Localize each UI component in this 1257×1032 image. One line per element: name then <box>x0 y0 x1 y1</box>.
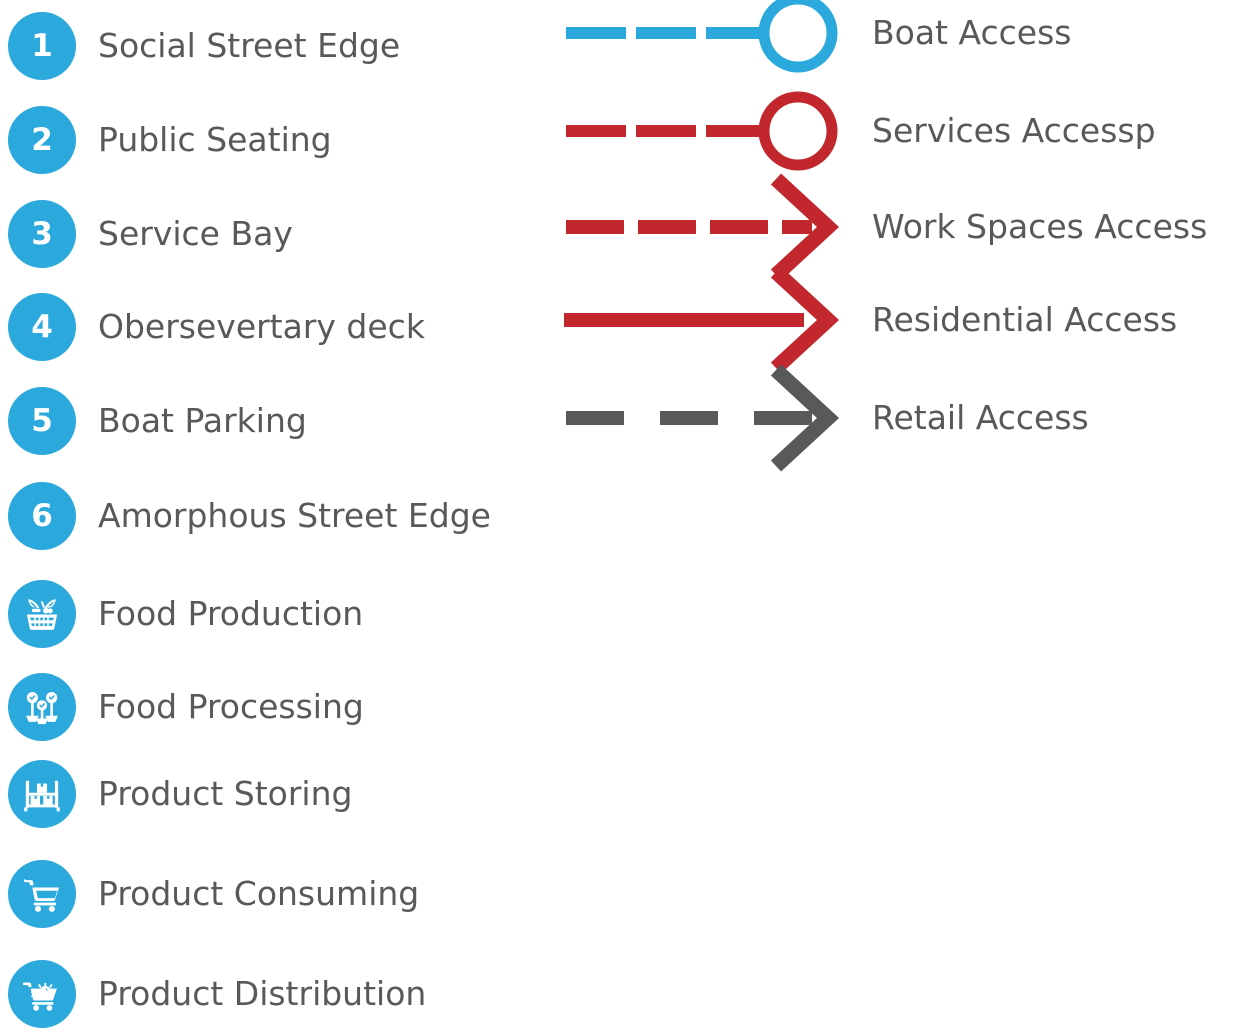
access-legend-item-2[interactable]: Services Accessp <box>560 76 1156 186</box>
badge-number: 6 <box>31 497 53 534</box>
legend-item-1[interactable]: 1 Social Street Edge <box>0 8 400 84</box>
legend-item-label: Food Processing <box>98 686 364 726</box>
legend-item-label: Public Seating <box>98 119 332 159</box>
legend-item-9[interactable]: Product Storing <box>0 756 352 832</box>
icon-badge <box>8 860 76 928</box>
shopping-cart-icon <box>23 879 60 912</box>
access-legend-item-1[interactable]: Boat Access <box>560 0 1071 88</box>
legend-item-2[interactable]: 2 Public Seating <box>0 102 332 178</box>
access-legend-label: Work Spaces Access <box>872 206 1208 246</box>
number-badge-3: 3 <box>8 200 76 268</box>
produce-basket-icon <box>26 599 58 630</box>
number-badge-1: 1 <box>8 12 76 80</box>
badge-number: 5 <box>31 402 53 439</box>
legend-symbol <box>566 91 838 171</box>
solid-line-with-arrow-4 <box>560 265 850 375</box>
access-legend-item-5[interactable]: Retail Access <box>560 363 1089 473</box>
access-legend-item-4[interactable]: Residential Access <box>560 265 1177 375</box>
badge-number: 3 <box>31 215 53 252</box>
legend-item-11[interactable]: Product Distribution <box>0 956 426 1032</box>
dashed-line-with-arrow-3 <box>560 172 850 282</box>
access-legend-label: Boat Access <box>872 12 1072 52</box>
icon-badge <box>8 673 76 741</box>
legend-item-8[interactable]: Food Processing <box>0 669 364 745</box>
legend-item-label: Obersevertary deck <box>98 306 425 346</box>
icon-badge <box>8 760 76 828</box>
legend-item-label: Amorphous Street Edge <box>98 495 491 535</box>
legend-item-label: Social Street Edge <box>98 25 401 65</box>
icon-badge <box>8 580 76 648</box>
legend-item-3[interactable]: 3 Service Bay <box>0 196 293 272</box>
number-badge-5: 5 <box>8 387 76 455</box>
legend-item-label: Product Distribution <box>98 973 427 1013</box>
legend-item-label: Product Consuming <box>98 873 420 913</box>
dashed-line-with-circle-1 <box>560 0 850 88</box>
legend-item-5[interactable]: 5 Boat Parking <box>0 383 307 459</box>
legend-symbol <box>566 173 840 281</box>
access-legend-label: Residential Access <box>872 299 1178 339</box>
legend-item-label: Service Bay <box>98 213 293 253</box>
cart-with-produce-icon <box>22 982 57 1011</box>
legend-symbol <box>566 364 840 472</box>
legend-item-6[interactable]: 6 Amorphous Street Edge <box>0 478 491 554</box>
number-badge-6: 6 <box>8 482 76 550</box>
legend-item-label: Product Storing <box>98 773 353 813</box>
access-legend-label: Services Accessp <box>872 110 1156 150</box>
legend-item-10[interactable]: Product Consuming <box>0 856 419 932</box>
legend-item-label: Food Production <box>98 593 364 633</box>
number-badge-2: 2 <box>8 106 76 174</box>
access-legend-item-3[interactable]: Work Spaces Access <box>560 172 1207 282</box>
legend-symbol <box>566 0 838 73</box>
storage-rack-icon <box>24 780 60 812</box>
number-badge-4: 4 <box>8 293 76 361</box>
legend-item-4[interactable]: 4 Obersevertary deck <box>0 289 425 365</box>
icon-badge <box>8 960 76 1028</box>
badge-number: 4 <box>31 308 53 345</box>
badge-number: 2 <box>31 121 53 158</box>
legend-item-7[interactable]: Food Production <box>0 576 363 652</box>
legend-symbol <box>564 266 840 374</box>
dashed-line-with-circle-2 <box>560 76 850 186</box>
sprouts-icon <box>26 692 58 725</box>
dashed-line-with-arrow-5 <box>560 363 850 473</box>
badge-number: 1 <box>31 27 53 64</box>
access-legend-label: Retail Access <box>872 397 1089 437</box>
legend-item-label: Boat Parking <box>98 400 307 440</box>
